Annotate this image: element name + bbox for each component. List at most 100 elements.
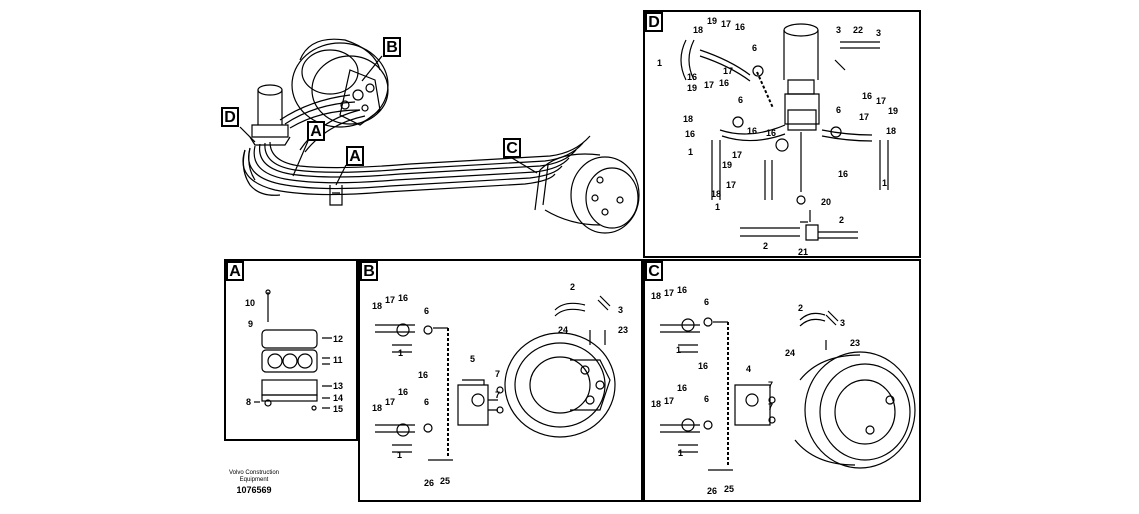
part-label: 24 bbox=[558, 325, 568, 335]
part-label: 16 bbox=[687, 72, 697, 82]
callout-d: D bbox=[221, 107, 239, 127]
panel-a-drawing bbox=[254, 289, 332, 411]
callout-b: B bbox=[383, 37, 401, 57]
panel-label-a: A bbox=[226, 261, 244, 281]
part-label: 17 bbox=[876, 96, 886, 106]
part-label: 3 bbox=[840, 318, 845, 328]
part-label: 16 bbox=[685, 129, 695, 139]
part-label: 8 bbox=[246, 397, 251, 407]
part-label: 23 bbox=[850, 338, 860, 348]
part-label: 7 bbox=[495, 390, 500, 400]
part-label: 19 bbox=[707, 16, 717, 26]
part-label: 6 bbox=[836, 105, 841, 115]
part-label: 25 bbox=[724, 484, 734, 494]
part-label: 4 bbox=[746, 364, 751, 374]
part-label: 18 bbox=[693, 25, 703, 35]
part-label: 16 bbox=[398, 387, 408, 397]
part-label: 1 bbox=[398, 348, 403, 358]
hose-bundle bbox=[242, 94, 591, 206]
part-label: 3 bbox=[876, 28, 881, 38]
part-label: 24 bbox=[785, 348, 795, 358]
part-label: 15 bbox=[333, 404, 343, 414]
part-label: 18 bbox=[711, 189, 721, 199]
rear-motor bbox=[534, 153, 640, 234]
part-label: 1 bbox=[715, 202, 720, 212]
part-label: 18 bbox=[886, 126, 896, 136]
part-label: 2 bbox=[798, 303, 803, 313]
part-label: 19 bbox=[888, 106, 898, 116]
part-label: 18 bbox=[651, 399, 661, 409]
part-label: 16 bbox=[747, 126, 757, 136]
part-label: 17 bbox=[664, 288, 674, 298]
part-label: 6 bbox=[424, 306, 429, 316]
part-label: 1 bbox=[882, 178, 887, 188]
panel-b bbox=[358, 259, 643, 502]
part-label: 16 bbox=[418, 370, 428, 380]
part-label: 16 bbox=[838, 169, 848, 179]
panel-label-c: C bbox=[645, 261, 663, 281]
part-label: 16 bbox=[698, 361, 708, 371]
part-label: 26 bbox=[707, 486, 717, 496]
front-motor bbox=[291, 38, 389, 128]
part-label: 17 bbox=[704, 80, 714, 90]
part-label: 17 bbox=[721, 19, 731, 29]
footer-company: Volvo Construction bbox=[228, 470, 280, 476]
part-label: 6 bbox=[752, 43, 757, 53]
part-label: 7 bbox=[495, 369, 500, 379]
part-label: 16 bbox=[735, 22, 745, 32]
part-label: 17 bbox=[859, 112, 869, 122]
panel-a-labels: 10 9 12 11 13 8 14 15 bbox=[245, 298, 343, 414]
part-label: 23 bbox=[618, 325, 628, 335]
callout-a: A bbox=[346, 146, 364, 166]
part-label: 14 bbox=[333, 393, 343, 403]
panel-d-labels: 19 17 18 16 6 3 22 3 1 16 17 19 17 16 6 … bbox=[657, 16, 898, 257]
part-label: 7 bbox=[768, 380, 773, 390]
part-label: 17 bbox=[723, 66, 733, 76]
drawing-number: 1076569 bbox=[236, 485, 272, 495]
part-label: 13 bbox=[333, 381, 343, 391]
part-label: 18 bbox=[683, 114, 693, 124]
part-label: 17 bbox=[726, 180, 736, 190]
part-label: 12 bbox=[333, 334, 343, 344]
part-label: 3 bbox=[836, 25, 841, 35]
part-label: 16 bbox=[677, 383, 687, 393]
part-label: 6 bbox=[704, 394, 709, 404]
upper-cylinder bbox=[249, 84, 291, 146]
part-label: 2 bbox=[839, 215, 844, 225]
part-label: 1 bbox=[657, 58, 662, 68]
part-label: 17 bbox=[385, 295, 395, 305]
part-label: 7 bbox=[768, 402, 773, 412]
part-label: 16 bbox=[719, 78, 729, 88]
part-label: 22 bbox=[853, 25, 863, 35]
part-label: 17 bbox=[385, 397, 395, 407]
part-label: 19 bbox=[722, 160, 732, 170]
part-label: 1 bbox=[397, 450, 402, 460]
part-label: 1 bbox=[676, 345, 681, 355]
panel-b-drawing bbox=[375, 295, 616, 461]
callout-a: A bbox=[307, 121, 325, 141]
callout-c: C bbox=[503, 138, 521, 158]
part-label: 17 bbox=[664, 396, 674, 406]
part-label: 6 bbox=[738, 95, 743, 105]
panel-d-drawing bbox=[680, 23, 889, 241]
part-label: 16 bbox=[862, 91, 872, 101]
part-label: 2 bbox=[763, 241, 768, 251]
part-label: 17 bbox=[732, 150, 742, 160]
part-label: 2 bbox=[570, 282, 575, 292]
part-label: 1 bbox=[688, 147, 693, 157]
panel-c-drawing bbox=[660, 310, 916, 471]
part-label: 20 bbox=[821, 197, 831, 207]
panel-c-labels: 18 17 16 6 1 16 4 2 3 24 23 18 17 16 6 1… bbox=[651, 285, 860, 496]
part-label: 1 bbox=[678, 448, 683, 458]
part-label: 18 bbox=[372, 403, 382, 413]
part-label: 10 bbox=[245, 298, 255, 308]
part-label: 16 bbox=[766, 128, 776, 138]
part-label: 18 bbox=[651, 291, 661, 301]
part-label: 6 bbox=[704, 297, 709, 307]
panel-b-labels: 18 17 16 6 1 16 5 2 3 24 23 18 17 16 6 1… bbox=[372, 282, 628, 488]
part-label: 5 bbox=[470, 354, 475, 364]
part-label: 3 bbox=[618, 305, 623, 315]
part-label: 16 bbox=[677, 285, 687, 295]
part-label: 16 bbox=[398, 293, 408, 303]
